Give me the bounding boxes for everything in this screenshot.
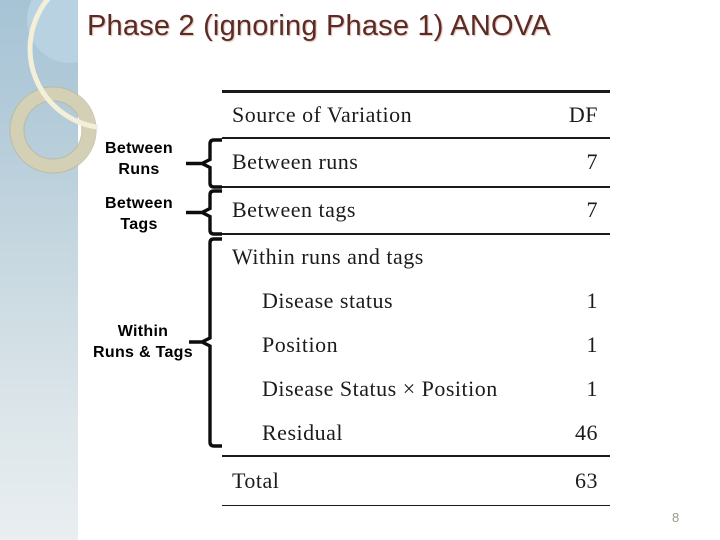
- table-row-between-runs: Between runs 7: [222, 139, 610, 186]
- table-row-residual: Residual 46: [222, 411, 610, 455]
- table-row-position: Position 1: [222, 323, 610, 367]
- table-row-total: Total 63: [222, 457, 610, 505]
- row-df: 63: [575, 467, 598, 493]
- table-row-disease-status: Disease status 1: [222, 279, 610, 323]
- table-row-between-tags: Between tags 7: [222, 188, 610, 233]
- annotation-line: Tags: [120, 216, 158, 233]
- annotation-between-runs: Between Runs: [84, 138, 194, 180]
- row-source: Position: [262, 331, 339, 357]
- table-rule-bottom: [222, 504, 610, 507]
- row-df: 1: [586, 375, 598, 401]
- anova-table: Source of Variation DF Between runs 7 Be…: [222, 90, 610, 507]
- table-row-disease-status-x-position: Disease Status × Position 1: [222, 367, 610, 411]
- brace-between-runs: [186, 138, 222, 189]
- brace-between-tags: [186, 189, 222, 236]
- annotation-between-tags: Between Tags: [84, 193, 194, 235]
- row-df: 1: [586, 331, 598, 357]
- row-df: 46: [575, 419, 598, 445]
- annotation-line: Runs & Tags: [93, 344, 193, 361]
- row-source: Disease status: [262, 287, 394, 313]
- annotation-line: Between: [105, 195, 173, 212]
- col-header-source: Source of Variation: [232, 101, 413, 127]
- table-rule: [222, 185, 610, 188]
- table-rule: [222, 454, 610, 457]
- brace-graphics: [186, 138, 222, 448]
- table-row-within-runs-tags: Within runs and tags: [222, 235, 610, 279]
- decor-circle-light: [27, 0, 78, 63]
- col-header-df: DF: [568, 101, 598, 127]
- row-source: Total: [232, 467, 280, 493]
- row-source: Disease Status × Position: [262, 375, 498, 401]
- page-number: 8: [672, 510, 680, 525]
- row-source: Within runs and tags: [232, 243, 424, 269]
- sidebar-decoration: [0, 0, 78, 540]
- annotation-line: Between: [105, 140, 173, 157]
- row-source: Between tags: [232, 197, 356, 223]
- row-df: 7: [586, 197, 598, 223]
- table-rule: [222, 137, 610, 139]
- annotation-line: Runs: [118, 161, 160, 178]
- table-rule: [222, 232, 610, 235]
- row-df: 1: [586, 287, 598, 313]
- row-source: Residual: [262, 419, 343, 445]
- annotation-line: Within: [117, 323, 169, 340]
- slide-title: Phase 2 (ignoring Phase 1) ANOVA: [87, 10, 551, 42]
- annotation-within-runs-tags: Within Runs & Tags: [80, 321, 206, 363]
- brace-within-runs-tags: [189, 237, 222, 448]
- row-df: 7: [586, 149, 598, 175]
- table-header-row: Source of Variation DF: [222, 93, 610, 138]
- row-source: Between runs: [232, 149, 359, 175]
- table-rule-top: [222, 90, 610, 93]
